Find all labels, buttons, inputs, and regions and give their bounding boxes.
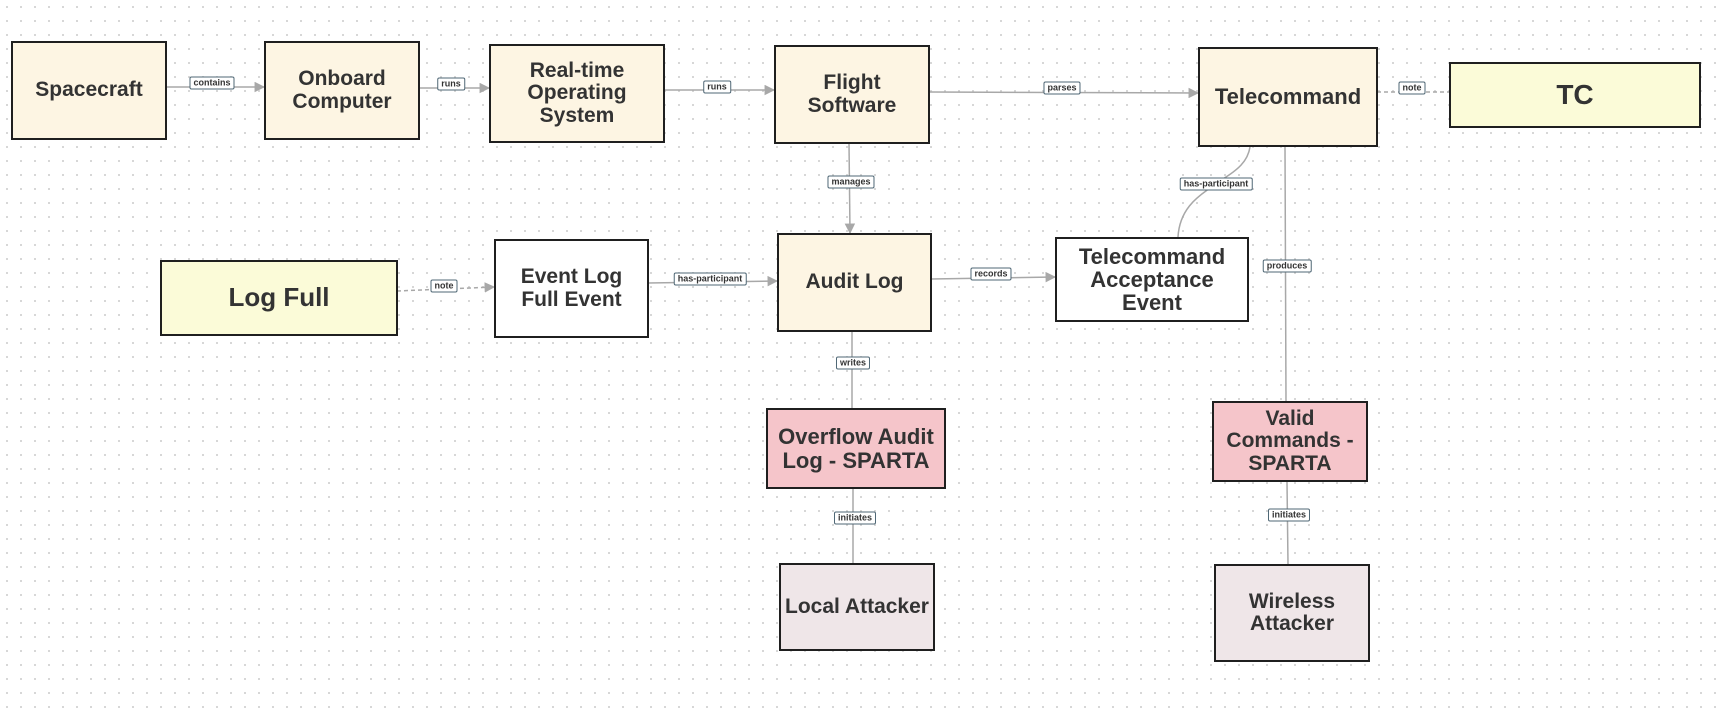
edge-label-runs-2[interactable]: runs [703, 80, 731, 94]
node-telecommand-acceptance-event-label: Telecommand Acceptance Event [1078, 243, 1226, 316]
node-wireless-attacker-label: Wireless Attacker [1248, 589, 1336, 635]
node-onboard-computer[interactable]: Onboard Computer [264, 41, 420, 140]
edge-label-parses[interactable]: parses [1043, 81, 1081, 95]
edge-label-records[interactable]: records [970, 267, 1012, 281]
node-spacecraft-label: Spacecraft [35, 78, 143, 102]
note-log-full[interactable]: Log Full [160, 260, 398, 336]
note-tc-label: TC [1556, 79, 1594, 111]
node-onboard-computer-label: Onboard Computer [292, 67, 392, 113]
edge-label-runs-1[interactable]: runs [437, 77, 465, 91]
edge-label-has-participant-acceptance[interactable]: has-participant [1179, 177, 1253, 191]
node-rtos[interactable]: Real-time Operating System [489, 44, 665, 143]
node-telecommand-label: Telecommand [1214, 84, 1362, 110]
node-event-log-full-event[interactable]: Event Log Full Event [494, 239, 649, 338]
node-wireless-attacker[interactable]: Wireless Attacker [1214, 564, 1370, 662]
node-audit-log[interactable]: Audit Log [777, 233, 932, 332]
edge-label-contains[interactable]: contains [189, 76, 235, 90]
node-valid-commands[interactable]: Valid Commands - SPARTA [1212, 401, 1368, 482]
node-event-log-full-event-label: Event Log Full Event [520, 265, 623, 311]
node-audit-log-label: Audit Log [805, 270, 904, 294]
node-valid-commands-label: Valid Commands - SPARTA [1226, 407, 1354, 475]
edge-label-produces[interactable]: produces [1262, 259, 1312, 273]
edge-label-note-logfull[interactable]: note [430, 279, 458, 293]
node-telecommand[interactable]: Telecommand [1198, 47, 1378, 147]
node-rtos-label: Real-time Operating System [527, 59, 627, 127]
node-local-attacker[interactable]: Local Attacker [779, 563, 935, 651]
edge-produces [1284, 146, 1287, 403]
note-tc[interactable]: TC [1449, 62, 1701, 128]
node-telecommand-acceptance-event[interactable]: Telecommand Acceptance Event [1055, 237, 1249, 322]
edge-label-note-tc[interactable]: note [1398, 81, 1426, 95]
edge-label-writes[interactable]: writes [835, 356, 871, 370]
node-overflow-audit-log-label: Overflow Audit Log - SPARTA [778, 424, 934, 473]
edge-label-initiates-wireless[interactable]: initiates [1267, 508, 1311, 522]
node-spacecraft[interactable]: Spacecraft [11, 41, 167, 140]
note-log-full-label: Log Full [228, 282, 330, 313]
node-flight-software[interactable]: Flight Software [774, 45, 930, 144]
edge-has-participant-acceptance [1177, 146, 1251, 238]
edge-initiates-wireless [1286, 481, 1289, 565]
edge-label-initiates-local[interactable]: initiates [833, 511, 877, 525]
edge-label-manages[interactable]: manages [827, 175, 875, 189]
node-flight-software-label: Flight Software [807, 71, 897, 117]
edge-label-has-participant-audit[interactable]: has-participant [673, 272, 747, 286]
node-overflow-audit-log[interactable]: Overflow Audit Log - SPARTA [766, 408, 946, 489]
node-local-attacker-label: Local Attacker [785, 594, 929, 618]
